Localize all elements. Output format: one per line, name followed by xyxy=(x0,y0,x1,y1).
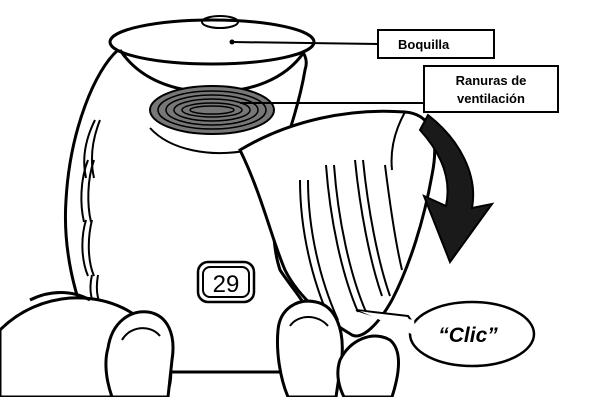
ventilation-slots xyxy=(150,86,274,134)
dose-counter-value: 29 xyxy=(213,271,240,298)
mouthpiece-label-text: Boquilla xyxy=(398,37,450,52)
vents-label: Ranuras de ventilación xyxy=(424,66,558,112)
click-bubble-text: “Clic” xyxy=(438,324,498,347)
vents-label-line1: Ranuras de xyxy=(456,73,527,88)
vents-label-line2: ventilación xyxy=(457,91,525,106)
dose-counter: 29 xyxy=(198,262,254,302)
mouthpiece-label: Boquilla xyxy=(378,30,494,58)
